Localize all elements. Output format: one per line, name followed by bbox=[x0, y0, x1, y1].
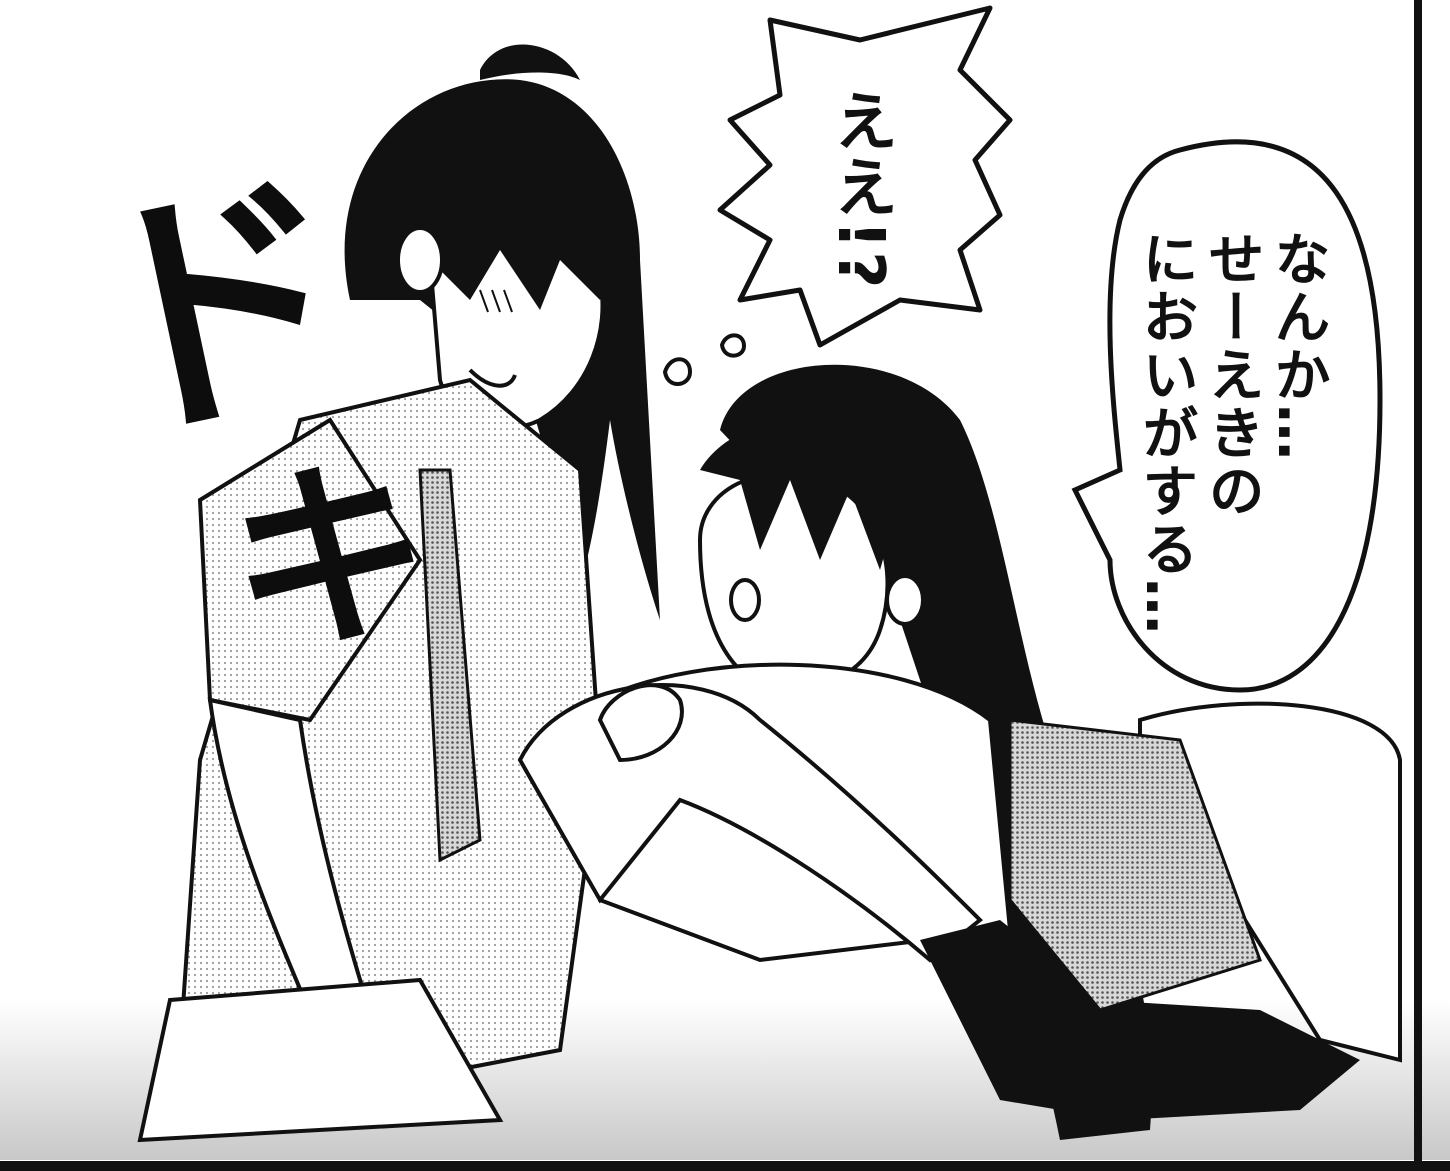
shout-bubble-outline bbox=[717, 5, 1013, 348]
sweat-drops bbox=[662, 333, 747, 386]
speech-line-1: なんか… bbox=[1265, 230, 1330, 462]
sfx-do: ド bbox=[61, 135, 379, 485]
speech-bubble-outline bbox=[1071, 139, 1383, 693]
right-girl bbox=[517, 364, 1402, 1140]
speech-line-3: においがする… bbox=[1133, 230, 1198, 636]
speech-line-2: せーえきの bbox=[1199, 230, 1264, 520]
shout-bubble-text: ええ!? bbox=[823, 88, 897, 291]
sfx-ki: キ bbox=[222, 436, 438, 683]
left-girl bbox=[137, 44, 660, 1143]
